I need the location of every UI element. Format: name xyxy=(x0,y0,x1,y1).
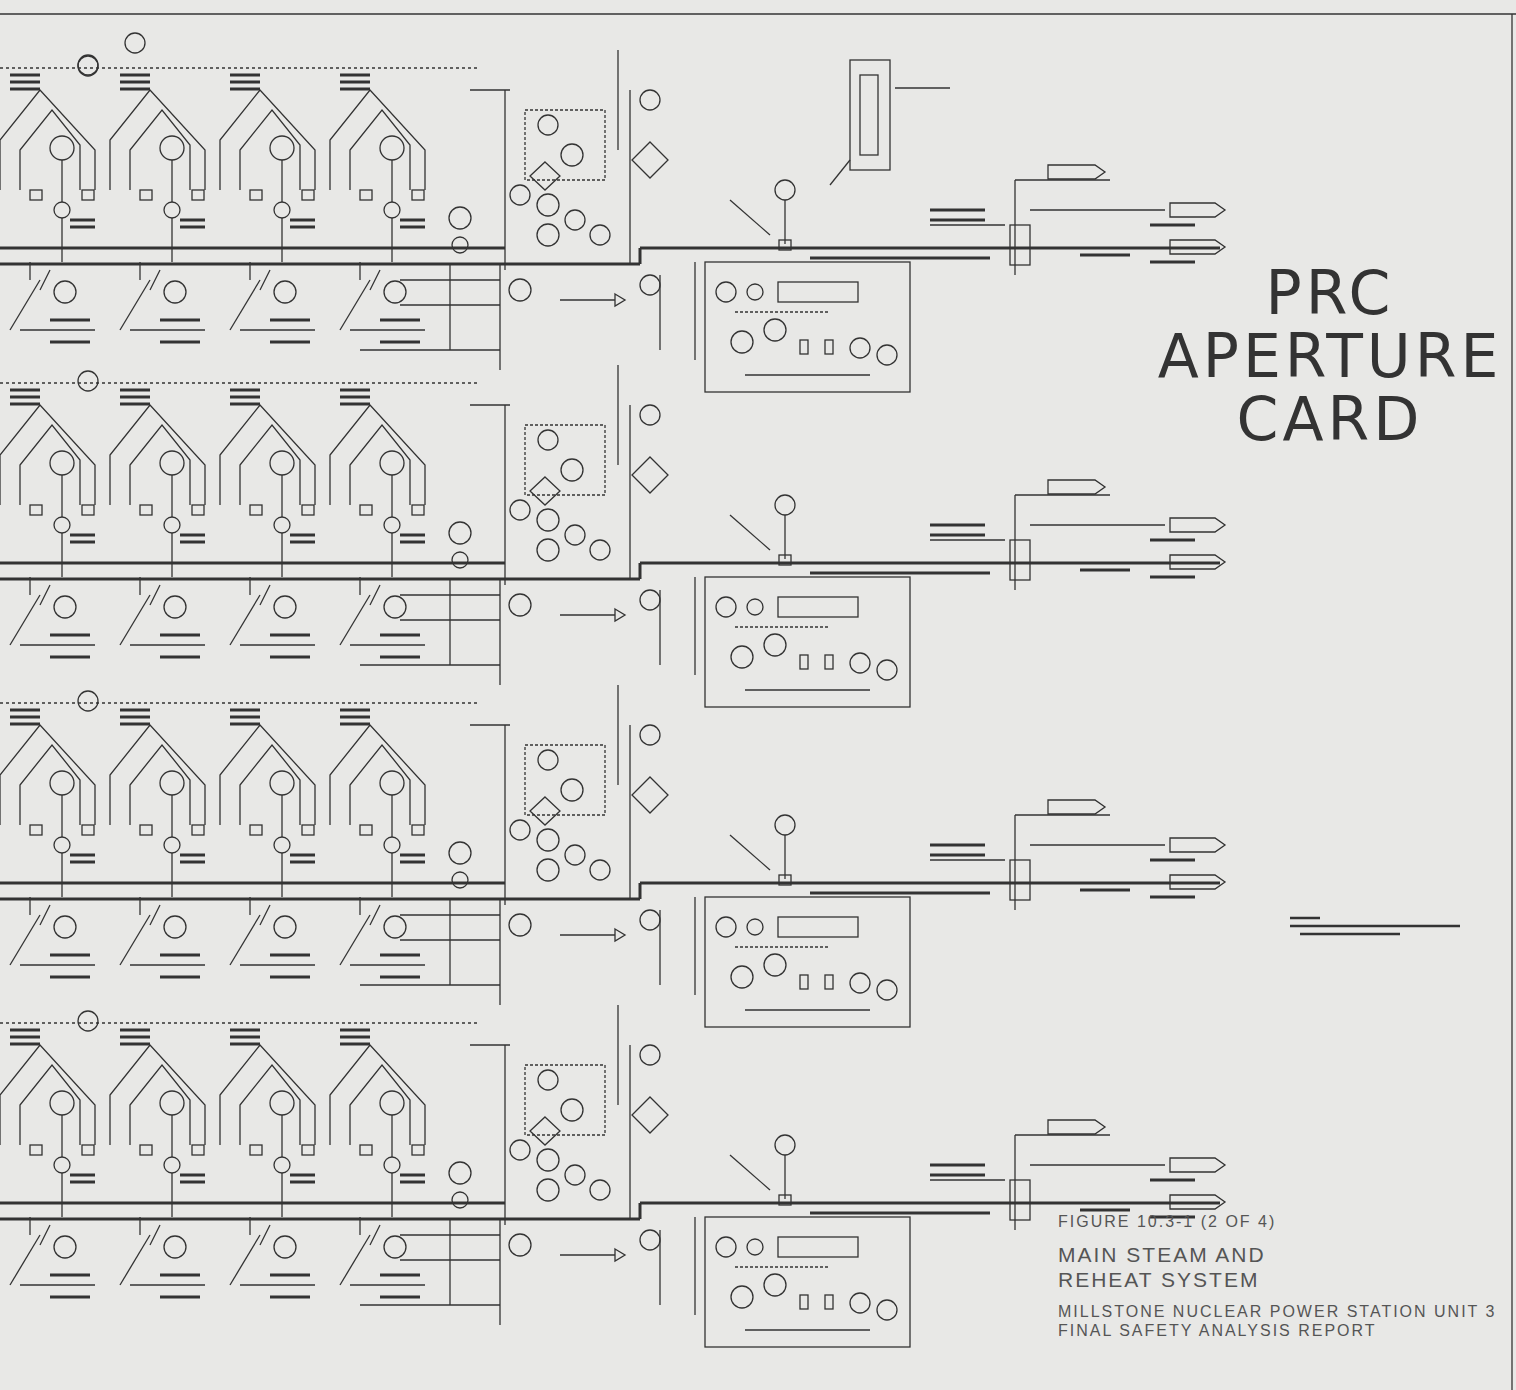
watermark: PRC APERTURE CARD xyxy=(1150,262,1510,451)
diagram-title: MAIN STEAM AND REHEAT SYSTEM xyxy=(1058,1242,1358,1292)
frame xyxy=(0,14,1516,1390)
vent-stack xyxy=(78,33,950,185)
diagram-caption: MILLSTONE NUCLEAR POWER STATION UNIT 3 F… xyxy=(1058,1302,1498,1340)
steam-train xyxy=(0,50,1225,1347)
note-marks xyxy=(1290,918,1460,934)
figure-number: FIGURE 10.3-1 (2 OF 4) xyxy=(1058,1213,1276,1231)
